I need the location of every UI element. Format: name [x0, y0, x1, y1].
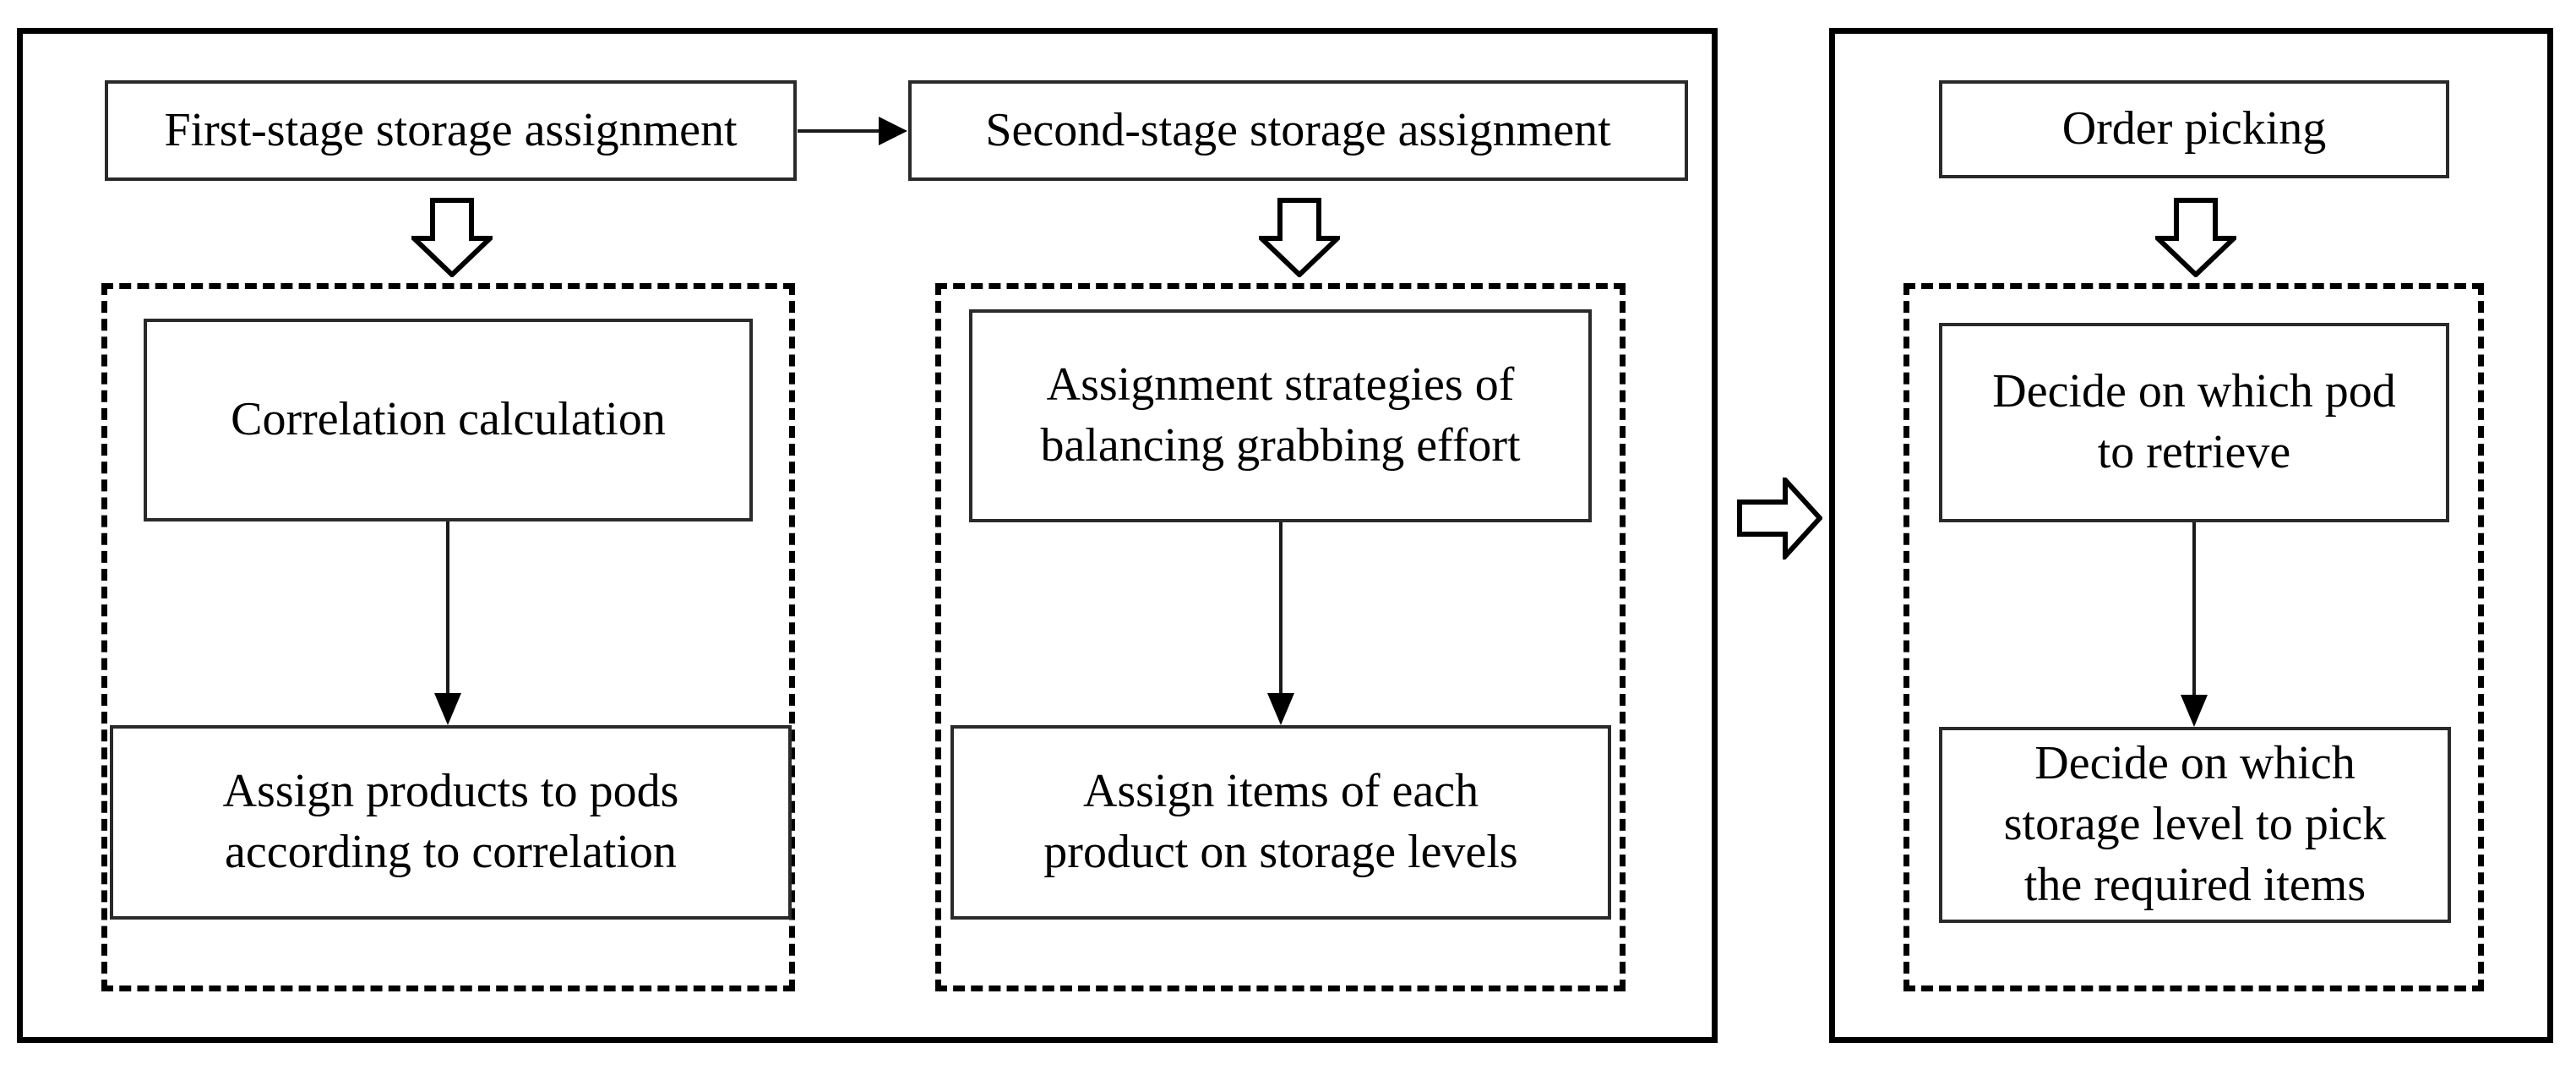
header-label-order-picking: Order picking: [2061, 102, 2327, 156]
thin-down-arrowhead-icon: [2181, 695, 2208, 727]
dashed-group-second-stage: [935, 283, 1626, 991]
step-box-assignment-strategies: Assignment strategies of balancing grabb…: [969, 309, 1592, 522]
thin-down-arrow-icon: [1279, 522, 1283, 695]
hollow-down-arrow-icon: [411, 198, 493, 277]
thin-right-arrowhead-icon: [879, 117, 907, 145]
step-box-assign-products: Assign products to pods according to cor…: [110, 725, 792, 920]
step-box-decide-storage-level: Decide on which storage level to pick th…: [1939, 727, 2451, 923]
header-box-first-stage: First-stage storage assignment: [105, 80, 797, 181]
order-picking-container: [1829, 28, 2553, 1043]
thin-down-arrow-icon: [2192, 522, 2196, 696]
dashed-group-order-picking: [1903, 283, 2484, 991]
step-label: Decide on which pod to retrieve: [1992, 365, 2396, 478]
step-label: Correlation calculation: [231, 393, 666, 446]
step-label: Decide on which storage level to pick th…: [2003, 737, 2387, 911]
hollow-right-arrow-icon: [1737, 478, 1822, 560]
header-label-first-stage: First-stage storage assignment: [164, 103, 738, 156]
hollow-down-arrow-icon: [1259, 198, 1340, 277]
step-label: Assignment strategies of balancing grabb…: [1040, 358, 1521, 472]
step-box-assign-items: Assign items of each product on storage …: [950, 725, 1611, 920]
step-box-decide-pod: Decide on which pod to retrieve: [1939, 323, 2449, 522]
storage-assignment-container: [17, 28, 1718, 1043]
hollow-down-arrow-icon: [2155, 198, 2236, 277]
header-box-order-picking: Order picking: [1939, 80, 2449, 178]
dashed-group-first-stage: [101, 283, 795, 991]
thin-right-arrow-icon: [798, 129, 882, 133]
thin-down-arrowhead-icon: [1267, 693, 1294, 725]
step-label: Assign items of each product on storage …: [1043, 765, 1518, 878]
step-box-correlation-calculation: Correlation calculation: [144, 319, 753, 521]
thin-down-arrow-icon: [446, 521, 449, 695]
header-box-second-stage: Second-stage storage assignment: [908, 80, 1688, 181]
step-label: Assign products to pods according to cor…: [222, 765, 679, 878]
thin-down-arrowhead-icon: [434, 693, 461, 725]
header-label-second-stage: Second-stage storage assignment: [985, 103, 1611, 156]
